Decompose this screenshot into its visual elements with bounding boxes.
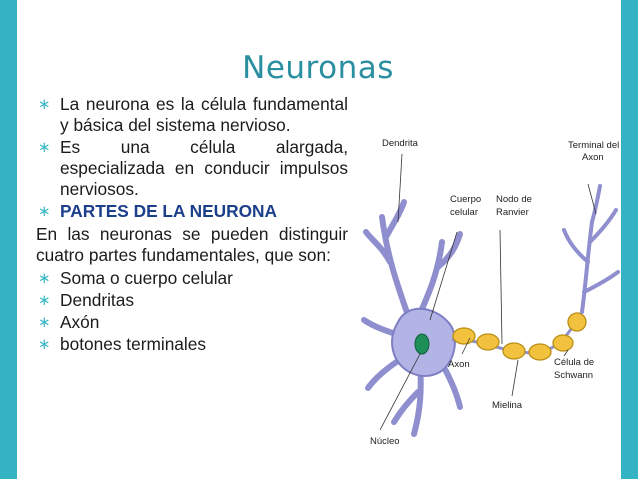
label-cuerpo-line2: celular [450, 207, 478, 218]
bullet-marker: ∗ [38, 203, 51, 220]
bullet-text: Soma o cuerpo celular [60, 268, 233, 288]
bullet-item: ∗ PARTES DE LA NEURONA [36, 201, 348, 222]
bullet-text: Axón [60, 312, 100, 332]
bullet-item: ∗ La neurona es la célula fundamental y … [36, 94, 348, 136]
label-axon: Axon [448, 359, 470, 370]
neuron-diagram: Dendrita Terminal del Axon Cuerpo celula… [361, 138, 620, 447]
bullet-item: ∗ Soma o cuerpo celular [36, 268, 348, 289]
label-schwann-line2: Schwann [554, 370, 593, 381]
bullet-text: Es una célula alargada, especializada en… [60, 137, 348, 199]
bullet-text: Dendritas [60, 290, 134, 310]
text-column: ∗ La neurona es la célula fundamental y … [36, 94, 348, 356]
bullet-marker: ∗ [38, 270, 51, 287]
label-terminal-line2: Axon [582, 152, 604, 163]
right-accent-bar [621, 0, 638, 479]
left-accent-bar [0, 0, 17, 479]
label-nodo-line2: Ranvier [496, 207, 529, 218]
label-nucleo: Núcleo [370, 436, 400, 447]
label-schwann-line1: Célula de [554, 357, 594, 368]
myelin-sheath [452, 312, 587, 361]
bullet-item: ∗ Es una célula alargada, especializada … [36, 137, 348, 200]
intro-paragraph: En las neuronas se pueden distinguir cua… [36, 224, 348, 265]
bullet-marker: ∗ [38, 336, 51, 353]
bullet-text: La neurona es la célula fundamental y bá… [60, 94, 348, 135]
bullet-text: botones terminales [60, 334, 207, 354]
bullet-marker: ∗ [38, 292, 51, 309]
label-terminal-line1: Terminal del [568, 140, 619, 151]
bullet-marker: ∗ [38, 314, 51, 331]
label-mielina: Mielina [492, 400, 523, 411]
bullet-item: ∗ Axón [36, 312, 348, 333]
label-nodo-line1: Nodo de [496, 194, 532, 205]
section-heading: PARTES DE LA NEURONA [60, 201, 277, 221]
bullet-item: ∗ Dendritas [36, 290, 348, 311]
bullet-marker: ∗ [38, 139, 51, 156]
nucleus [414, 333, 430, 355]
axon-terminal [562, 184, 620, 314]
slide-title: Neuronas [242, 50, 394, 86]
bullet-item: ∗ botones terminales [36, 334, 348, 355]
label-dendrita: Dendrita [382, 138, 419, 149]
bullet-marker: ∗ [38, 96, 51, 113]
label-cuerpo-line1: Cuerpo [450, 194, 481, 205]
